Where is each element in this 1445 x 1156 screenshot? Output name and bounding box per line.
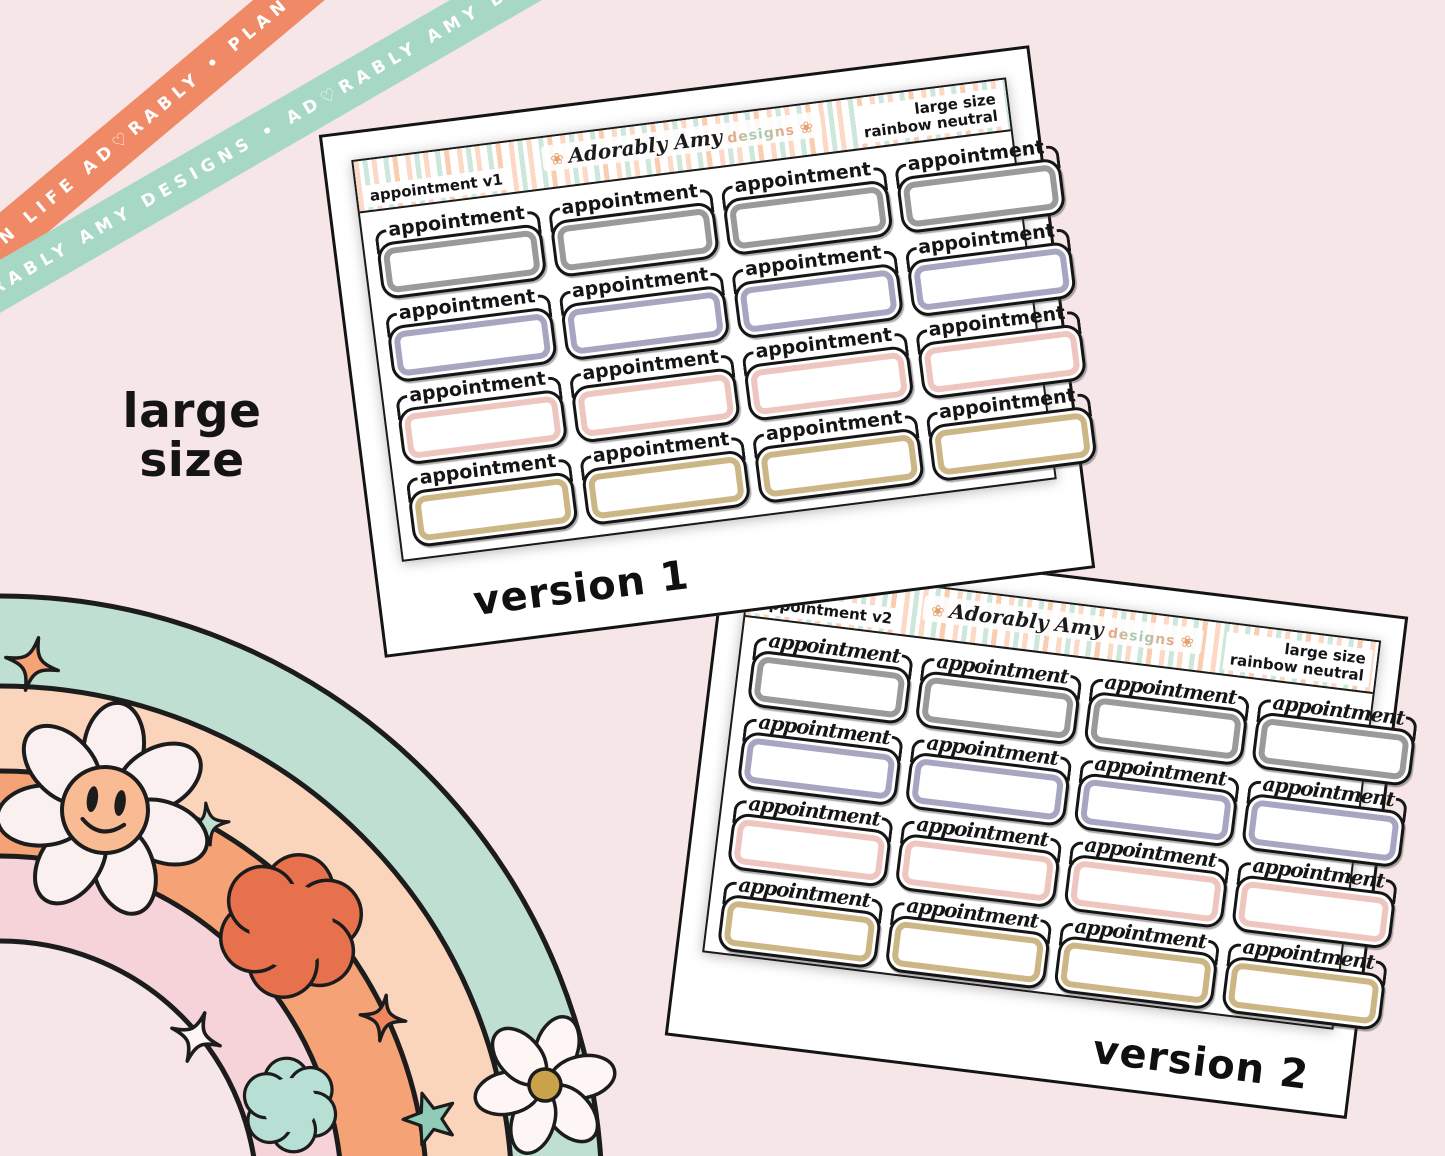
sticker-bracket-right-icon: [904, 414, 920, 440]
sticker-bracket-right-icon: [1067, 674, 1083, 701]
flower-mint-icon: [242, 1056, 338, 1154]
sticker-bracket-right-icon: [526, 210, 542, 236]
daisy-smiley-icon: [0, 700, 210, 916]
sticker-bracket-right-icon: [1057, 756, 1073, 782]
size-callout-line1: large: [122, 384, 262, 439]
size-callout-line2: size: [139, 432, 245, 488]
appointment-sticker-tan: appointment: [1052, 912, 1222, 1011]
sticker-bracket-right-icon: [1037, 919, 1053, 945]
brand-name: Adorably Amy: [566, 124, 724, 168]
sticker-bracket-right-icon: [1235, 695, 1251, 721]
sticker-bracket-right-icon: [1215, 858, 1231, 884]
sticker-bracket-right-icon: [1393, 797, 1409, 823]
sticker-bracket-right-icon: [536, 292, 552, 319]
appointment-sticker-tan: appointment: [1220, 932, 1390, 1032]
sticker-bracket-right-icon: [883, 249, 899, 275]
sticker-bracket-right-icon: [893, 331, 909, 358]
brand-name: Adorably Amy: [948, 598, 1105, 642]
daisy-logo-icon: ❀: [1179, 631, 1196, 652]
sticker-bracket-right-icon: [889, 735, 905, 762]
star-teal-icon: [401, 1091, 455, 1147]
sticker-bracket-right-icon: [869, 898, 885, 924]
sparkle-peach-icon: [4, 636, 60, 692]
sticker-bracket-right-icon: [1383, 879, 1399, 905]
sticker-bracket-right-icon: [1077, 392, 1093, 418]
sticker-bracket-right-icon: [1047, 837, 1063, 864]
sticker-sheet-v2: appointment v2 ❀ Adorably Amy designs ❀ …: [702, 563, 1419, 1032]
sticker-bracket-right-icon: [1205, 939, 1221, 966]
daisy-gold-icon: [473, 1015, 617, 1155]
sticker-bracket-right-icon: [1225, 777, 1241, 803]
sticker-bracket-right-icon: [899, 654, 915, 680]
caption-version-2: version 2: [1090, 1026, 1312, 1099]
sticker-bracket-right-icon: [720, 353, 736, 379]
sticker-bracket-right-icon: [872, 166, 888, 192]
brand-designs-word: designs: [1106, 625, 1177, 650]
appointment-sticker-tan: appointment: [716, 871, 886, 970]
sticker-bracket-right-icon: [1066, 309, 1082, 336]
appointment-sticker-tan: appointment: [884, 891, 1054, 991]
sticker-bracket-right-icon: [547, 375, 563, 401]
sticker-bracket-right-icon: [557, 458, 573, 484]
caption-version-1: version 1: [470, 552, 692, 626]
flower-coral-icon: [219, 853, 363, 999]
polaroid-version-1: appointment v1 ❀ Adorably Amy designs ❀ …: [318, 45, 1098, 658]
sticker-bracket-right-icon: [699, 188, 715, 214]
brand-designs-word: designs: [726, 122, 796, 147]
retro-rainbow: [0, 593, 617, 1156]
sticker-bracket-right-icon: [879, 817, 895, 843]
sticker-bracket-right-icon: [1045, 144, 1061, 170]
size-callout: large size: [112, 384, 272, 488]
sparkle-white-icon: [170, 1011, 222, 1063]
sticker-bracket-right-icon: [710, 270, 726, 297]
sticker-bracket-right-icon: [1403, 716, 1419, 742]
daisy-logo-icon: ❀: [798, 117, 815, 138]
sticker-bracket-right-icon: [1373, 960, 1389, 986]
sticker-bracket-right-icon: [1056, 227, 1072, 253]
sparkle-coral-icon: [358, 993, 408, 1043]
sticker-bracket-right-icon: [730, 436, 746, 462]
daisy-logo-icon: ❀: [549, 148, 565, 170]
polaroid-version-2: appointment v2 ❀ Adorably Amy designs ❀ …: [664, 533, 1419, 1119]
sticker-sheet-v1: appointment v1 ❀ Adorably Amy designs ❀ …: [351, 77, 1098, 562]
daisy-logo-icon: ❀: [930, 600, 946, 622]
